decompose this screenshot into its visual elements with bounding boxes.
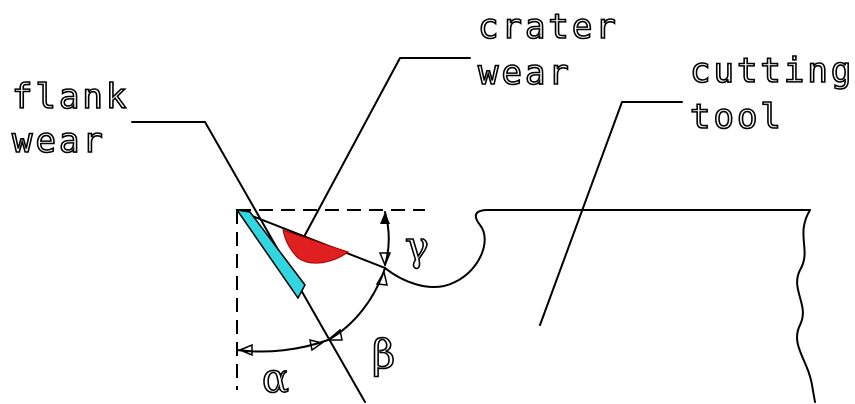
alpha-arrow-right xyxy=(309,338,324,352)
chip-breaker-curve xyxy=(384,209,489,288)
beta-label: β xyxy=(372,332,395,378)
gamma-label: γ xyxy=(405,224,429,270)
cutting-tool-leader xyxy=(539,101,683,326)
beta-arrow-bottom xyxy=(325,328,343,341)
cutting-tool-label-line1: cutting xyxy=(690,51,854,91)
gamma-arrow-top xyxy=(380,212,390,224)
alpha-label: α xyxy=(262,356,289,402)
flank-wear-region xyxy=(235,208,306,300)
tool-rake-face-line xyxy=(236,209,386,269)
flank-wear-label-line1: flank xyxy=(12,77,129,117)
crater-wear-label-line1: crater xyxy=(478,7,619,47)
crater-wear-region xyxy=(282,229,350,264)
tool-break-line xyxy=(796,209,816,403)
beta-arrow-top xyxy=(375,269,388,286)
crater-wear-label-line2: wear xyxy=(478,53,572,93)
gamma-arrow-bottom xyxy=(378,252,392,267)
alpha-arrow-left xyxy=(238,343,253,357)
flank-wear-label-line2: wear xyxy=(12,121,106,161)
flank-wear-leader xyxy=(131,121,366,403)
cutting-tool-label-line2: tool xyxy=(690,97,784,137)
beta-angle-arc xyxy=(327,267,386,341)
crater-wear-leader xyxy=(304,57,471,236)
